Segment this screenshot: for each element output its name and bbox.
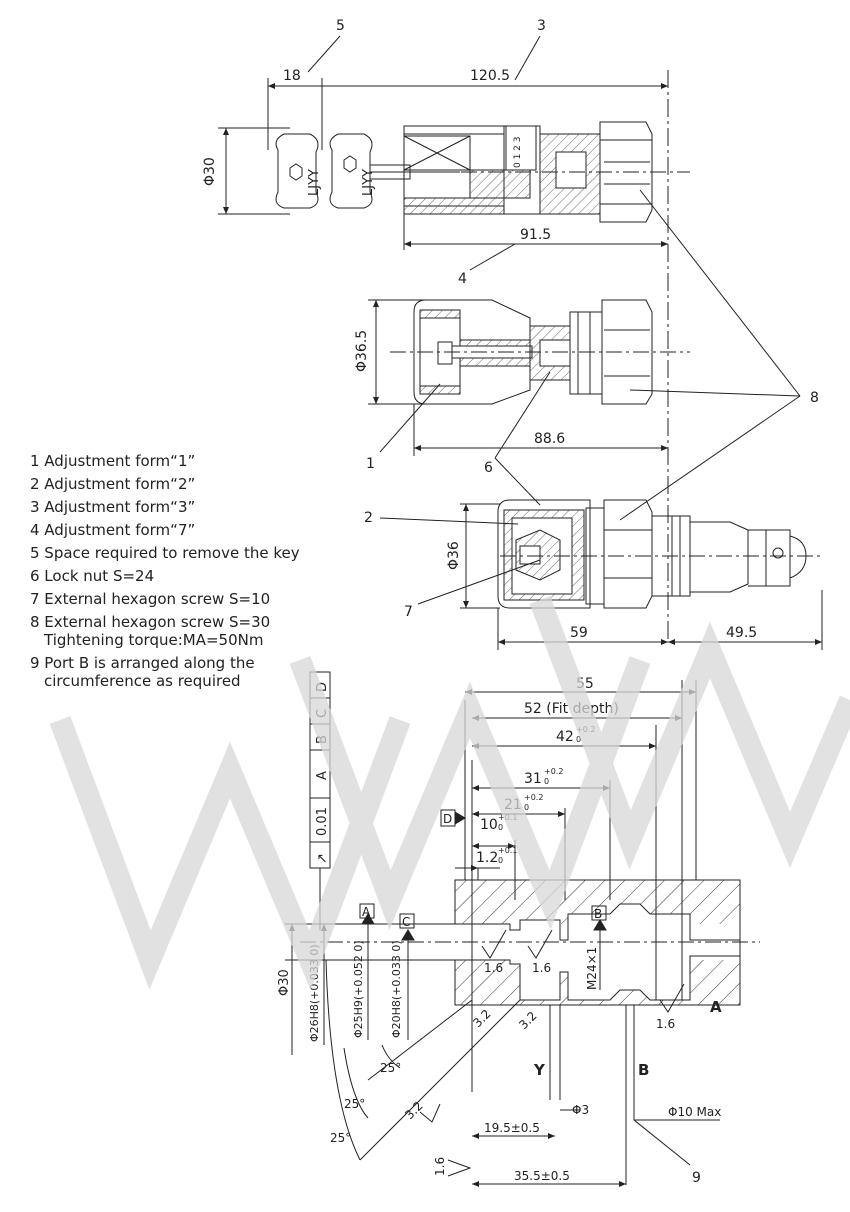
dim-42: 42 xyxy=(556,729,574,745)
scale-ring: 0 1 2 3 xyxy=(513,137,523,169)
dim-phi36-5: Φ36.5 xyxy=(354,330,370,372)
dim-42-tol: +0.2 xyxy=(576,725,595,734)
dim-10-tol: +0.1 xyxy=(498,813,517,822)
dim-phi30-cavity: Φ30 xyxy=(277,969,292,996)
callout-7: 7 xyxy=(404,604,413,620)
dim-10-tol0: 0 xyxy=(498,823,503,832)
geometric-tolerance-frame: D C B A 0.01 ↗ xyxy=(309,671,331,930)
dim-21-tol: +0.2 xyxy=(524,793,543,802)
dim-phi25: Φ25H9(+0.052 0) xyxy=(352,940,365,1038)
dim-31-tol0: 0 xyxy=(544,777,549,786)
cavity-detail: 55 52 (Fit depth) 42 +0.2 0 31 +0.2 0 21… xyxy=(277,671,760,1187)
legend-item-1: 1 Adjustment form“1” xyxy=(30,452,196,470)
angle-25-a: 25° xyxy=(380,1061,401,1075)
port-a: A xyxy=(710,998,722,1016)
key-icon: LJYY LJYY xyxy=(275,133,376,209)
dim-42-tol0: 0 xyxy=(576,735,581,744)
roughness-3-2-b: 3.2 xyxy=(516,1009,539,1032)
view-adjustment-form-3: 18 120.5 5 3 Φ30 LJYY LJYY xyxy=(202,18,690,640)
view-adjustment-form-1: Φ36.5 88.6 1 6 xyxy=(354,299,690,506)
dim-91-5: 91.5 xyxy=(520,227,551,243)
dim-31: 31 xyxy=(524,771,542,787)
runout-arrow-icon: ↗ xyxy=(315,853,330,864)
port-y: Y xyxy=(533,1061,546,1079)
callout-6: 6 xyxy=(484,460,493,476)
roughness-1-6-c: 1.6 xyxy=(656,1017,675,1031)
angle-25-c: 25° xyxy=(330,1131,351,1145)
frame-value: 0.01 xyxy=(315,807,330,836)
legend: 1 Adjustment form“1” 2 Adjustment form“2… xyxy=(30,452,350,695)
callout-2: 2 xyxy=(364,510,373,526)
legend-item-8: 8 External hexagon screw S=30 xyxy=(30,613,271,631)
roughness-1-6-d: 1.6 xyxy=(433,1157,447,1176)
roughness-1-6-b: 1.6 xyxy=(532,961,551,975)
datum-a: A xyxy=(362,905,371,919)
dim-55: 55 xyxy=(576,676,594,692)
callout-8: 8 xyxy=(810,390,819,406)
legend-item-5: 5 Space required to remove the key xyxy=(30,544,300,562)
dim-1-2: 1.2 xyxy=(476,850,498,866)
dim-phi3: Φ3 xyxy=(572,1103,589,1117)
dim-1-2-tol0: 0 xyxy=(498,856,503,865)
dim-10: 10 xyxy=(480,817,498,833)
dim-120-5: 120.5 xyxy=(470,68,510,84)
legend-item-3: 3 Adjustment form“3” xyxy=(30,498,196,516)
legend-item-8-torque: Tightening torque:MA=50Nm xyxy=(44,631,264,649)
legend-item-7: 7 External hexagon screw S=10 xyxy=(30,590,271,608)
dim-19-5: 19.5±0.5 xyxy=(484,1121,540,1135)
datum-d: D xyxy=(443,812,452,826)
view-adjustment-form-2: Φ36 59 49.5 2 xyxy=(364,499,823,650)
callout-4: 4 xyxy=(458,271,467,287)
thread-m24: M24×1 xyxy=(585,947,599,990)
frame-c: C xyxy=(315,709,330,718)
callout-9: 9 xyxy=(692,1170,701,1186)
frame-a: A xyxy=(315,771,330,780)
dim-phi26: Φ26H8(+0.033 0) xyxy=(308,944,321,1042)
dim-18: 18 xyxy=(283,68,301,84)
legend-item-9: 9 Port B is arranged along the xyxy=(30,654,255,672)
angle-25-b: 25° xyxy=(344,1097,365,1111)
key-label-1: LJYY xyxy=(307,169,322,196)
dim-88-6: 88.6 xyxy=(534,431,565,447)
port-b: B xyxy=(638,1061,649,1079)
dim-phi20: Φ20H8(+0.033 0) xyxy=(390,940,403,1038)
callout-3: 3 xyxy=(537,18,546,34)
roughness-3-2-a: 3.2 xyxy=(470,1007,493,1030)
dim-35-5: 35.5±0.5 xyxy=(514,1169,570,1183)
legend-item-9-cont: circumference as required xyxy=(44,672,241,690)
dim-phi10-max: Φ10 Max xyxy=(668,1105,721,1119)
dim-phi36: Φ36 xyxy=(446,541,462,570)
dim-59: 59 xyxy=(570,625,588,641)
datum-c: C xyxy=(402,915,410,929)
dim-phi30-top: Φ30 xyxy=(202,157,218,186)
dim-1-2-tol: +0.1 xyxy=(498,846,517,855)
roughness-1-6-a: 1.6 xyxy=(484,961,503,975)
dim-52-fit-depth: 52 (Fit depth) xyxy=(524,701,619,717)
frame-b: B xyxy=(315,735,330,744)
roughness-3-2-c: 3.2 xyxy=(402,1099,425,1122)
dim-49-5: 49.5 xyxy=(726,625,757,641)
dim-31-tol: +0.2 xyxy=(544,767,563,776)
legend-item-2: 2 Adjustment form“2” xyxy=(30,475,196,493)
callout-5: 5 xyxy=(336,18,345,34)
dim-21: 21 xyxy=(504,797,522,813)
datum-b: B xyxy=(594,907,602,921)
legend-item-6: 6 Lock nut S=24 xyxy=(30,567,155,585)
legend-item-4: 4 Adjustment form“7” xyxy=(30,521,196,539)
key-label-2: LJYY xyxy=(361,169,376,196)
dim-21-tol0: 0 xyxy=(524,803,529,812)
callout-1: 1 xyxy=(366,456,375,472)
